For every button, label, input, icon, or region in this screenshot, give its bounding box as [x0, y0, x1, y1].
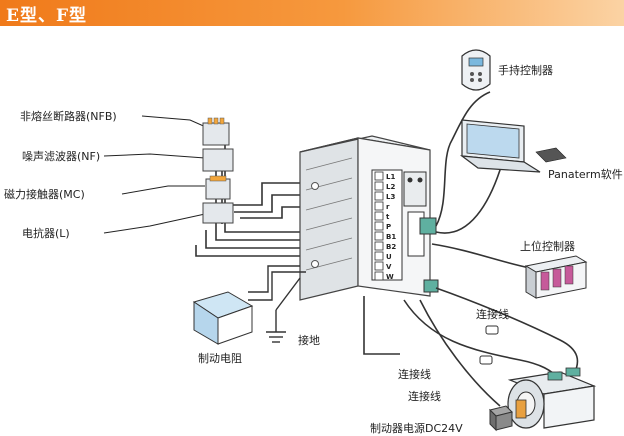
label-ground: 接地 — [298, 334, 320, 347]
terminal-screw — [374, 261, 384, 271]
terminal-screw — [374, 271, 384, 281]
cable-marker-a — [485, 325, 499, 335]
terminal-label: B1 — [386, 233, 396, 241]
display-panel — [403, 171, 427, 207]
terminal-label: B2 — [386, 243, 396, 251]
label-nfb: 非熔丝断路器(NFB) — [20, 109, 117, 123]
label-reactor: 电抗器(L) — [22, 226, 70, 240]
label-nf: 噪声滤波器(NF) — [22, 149, 100, 163]
label-brake-power: 制动器电源DC24V — [370, 421, 463, 435]
signal-cables — [363, 91, 579, 407]
terminal-label: W — [386, 273, 394, 281]
terminal-screw — [374, 231, 384, 241]
breaker-stack — [202, 117, 234, 224]
handheld-controller — [461, 49, 491, 91]
brake-power-supply — [489, 405, 513, 432]
label-host: 上位控制器 — [520, 239, 575, 253]
terminal-screw — [374, 201, 384, 211]
terminal-screw — [374, 251, 384, 261]
brake-resistor-unit — [192, 291, 254, 345]
ground-symbol — [266, 277, 301, 343]
terminal-screw — [374, 191, 384, 201]
mc-device — [205, 178, 231, 200]
leader-lines — [103, 115, 209, 234]
terminal-label: L2 — [386, 183, 395, 191]
label-handheld: 手持控制器 — [498, 63, 553, 77]
label-software: Panaterm软件 — [548, 167, 623, 181]
laptop-pc — [459, 119, 567, 173]
label-cable-1: 连接线 — [476, 307, 509, 321]
terminal-label: L3 — [386, 193, 395, 201]
reactor-device — [202, 202, 234, 224]
terminal-screw — [374, 211, 384, 221]
label-cable-2: 连接线 — [398, 367, 431, 381]
terminal-screw — [374, 181, 384, 191]
host-controller-unit — [524, 255, 588, 299]
servo-motor — [507, 367, 597, 429]
terminal-label: P — [386, 223, 391, 231]
terminal-screw — [374, 171, 384, 181]
terminal-screw — [374, 241, 384, 251]
terminal-label: U — [386, 253, 392, 261]
resistor-wires — [248, 265, 306, 301]
cable-plug-low — [423, 279, 439, 293]
terminal-screw — [374, 221, 384, 231]
terminal-label: L1 — [386, 173, 395, 181]
terminal-label: V — [386, 263, 392, 271]
nf-device — [202, 148, 234, 172]
cable-marker-b — [479, 355, 493, 365]
banner-title: E型、F型 — [6, 6, 88, 26]
terminal-label: t — [386, 213, 390, 221]
terminal-label: r — [386, 203, 390, 211]
label-cable-3: 连接线 — [408, 389, 441, 403]
cable-plug-top — [419, 217, 437, 235]
label-brake-resistor: 制动电阻 — [198, 352, 242, 365]
label-mc: 磁力接触器(MC) — [4, 187, 85, 201]
title-banner: E型、F型 — [0, 0, 624, 26]
nfb-device — [202, 122, 230, 146]
